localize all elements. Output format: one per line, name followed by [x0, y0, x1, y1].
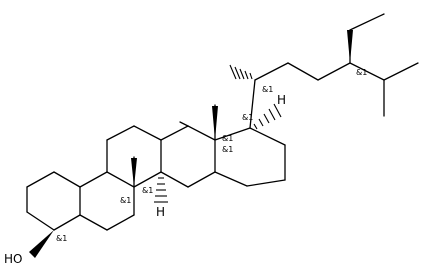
hydrogen-c9-label: H [156, 205, 165, 219]
stereo-label-c10: &1 [120, 196, 131, 205]
methyl-bonds [133, 104, 216, 188]
side-chain-bonds [249, 13, 419, 129]
stereo-label-c14: &1 [222, 145, 233, 154]
stereo-label-c24: &1 [356, 68, 367, 77]
stereo-label-c9: &1 [142, 186, 153, 195]
stereo-label-c13: &1 [222, 134, 233, 143]
ring-d-bonds [160, 121, 216, 188]
wedge-bonds [29, 30, 353, 258]
hydrogen-c17-label: H [277, 93, 286, 107]
atom-labels: HO H H [3, 92, 288, 266]
ring-c-bonds [106, 125, 162, 188]
stereo-label-c3: &1 [56, 234, 67, 243]
stereo-label-c17: &1 [242, 113, 253, 122]
five-membered-ring-bonds [214, 127, 286, 187]
hashed-bonds [154, 64, 282, 203]
stereo-label-c20: &1 [262, 85, 273, 94]
stereo-labels: &1 &1 &1 &1 &1 &1 &1 &1 [56, 68, 367, 243]
ring-b-bonds [79, 171, 135, 231]
hydroxyl-label: HO [4, 252, 22, 266]
ring-a-bonds [26, 171, 81, 231]
